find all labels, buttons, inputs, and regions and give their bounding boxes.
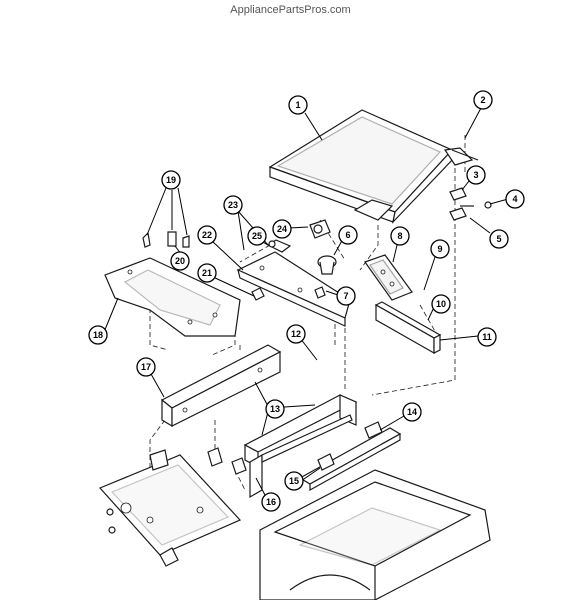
svg-text:14: 14 xyxy=(407,407,417,417)
svg-text:7: 7 xyxy=(343,291,348,301)
control-panel xyxy=(374,301,442,355)
callout-18: 18 xyxy=(88,325,108,345)
svg-text:16: 16 xyxy=(266,497,276,507)
svg-text:2: 2 xyxy=(480,95,485,105)
svg-text:20: 20 xyxy=(175,256,185,266)
svg-text:3: 3 xyxy=(473,170,478,180)
svg-text:15: 15 xyxy=(289,476,299,486)
callout-16: 16 xyxy=(261,492,281,512)
callout-15: 15 xyxy=(284,471,304,491)
callout-23: 23 xyxy=(223,195,243,215)
svg-text:25: 25 xyxy=(252,231,262,241)
callouts: 1 2 3 4 5 6 7 8 9 10 11 12 13 14 15 16 1… xyxy=(88,90,525,512)
svg-text:21: 21 xyxy=(202,268,212,278)
svg-text:1: 1 xyxy=(295,100,300,110)
channel-bracket xyxy=(160,344,282,428)
callout-10: 10 xyxy=(431,294,451,314)
svg-text:6: 6 xyxy=(345,230,350,240)
wire-harness-parts xyxy=(266,219,331,253)
svg-text:10: 10 xyxy=(436,299,446,309)
svg-text:17: 17 xyxy=(141,362,151,372)
watermark-text: AppliancePartsPros.com xyxy=(230,4,351,16)
callout-3: 3 xyxy=(466,165,486,185)
front-bracket xyxy=(249,414,353,499)
callout-2: 2 xyxy=(473,90,493,110)
callout-22: 22 xyxy=(197,225,217,245)
top-panel xyxy=(268,109,479,224)
svg-text:13: 13 xyxy=(270,404,280,414)
callout-4: 4 xyxy=(505,189,525,209)
callout-11: 11 xyxy=(477,327,497,347)
control-board xyxy=(364,254,413,301)
svg-text:4: 4 xyxy=(512,194,517,204)
callout-12: 12 xyxy=(286,324,306,344)
cabinet xyxy=(259,469,491,600)
small-fitting xyxy=(314,286,326,299)
callout-13: 13 xyxy=(265,399,285,419)
terminal-strip xyxy=(298,421,402,492)
svg-text:23: 23 xyxy=(228,200,238,210)
hinge-clip xyxy=(449,187,492,221)
svg-text:19: 19 xyxy=(166,175,176,185)
callout-20: 20 xyxy=(170,251,190,271)
leader-lines xyxy=(103,107,509,496)
svg-text:18: 18 xyxy=(93,330,103,340)
svg-text:24: 24 xyxy=(277,224,287,234)
callout-14: 14 xyxy=(402,402,422,422)
svg-text:9: 9 xyxy=(437,244,442,254)
callout-8: 8 xyxy=(390,226,410,246)
callout-21: 21 xyxy=(197,263,217,283)
long-bracket xyxy=(236,251,351,327)
svg-text:8: 8 xyxy=(397,231,402,241)
callout-6: 6 xyxy=(338,225,358,245)
knob xyxy=(317,255,337,275)
svg-text:12: 12 xyxy=(291,329,301,339)
svg-text:11: 11 xyxy=(482,332,492,342)
callout-25: 25 xyxy=(247,226,267,246)
callout-9: 9 xyxy=(430,239,450,259)
callout-1: 1 xyxy=(288,95,308,115)
callout-17: 17 xyxy=(136,357,156,377)
callout-7: 7 xyxy=(336,286,356,306)
svg-text:22: 22 xyxy=(202,230,212,240)
bracket-plate xyxy=(104,257,241,337)
screw-set xyxy=(142,231,190,248)
callout-24: 24 xyxy=(272,219,292,239)
front-plate xyxy=(98,447,247,567)
callout-5: 5 xyxy=(489,229,509,249)
svg-text:5: 5 xyxy=(496,234,501,244)
callout-19: 19 xyxy=(161,170,181,190)
